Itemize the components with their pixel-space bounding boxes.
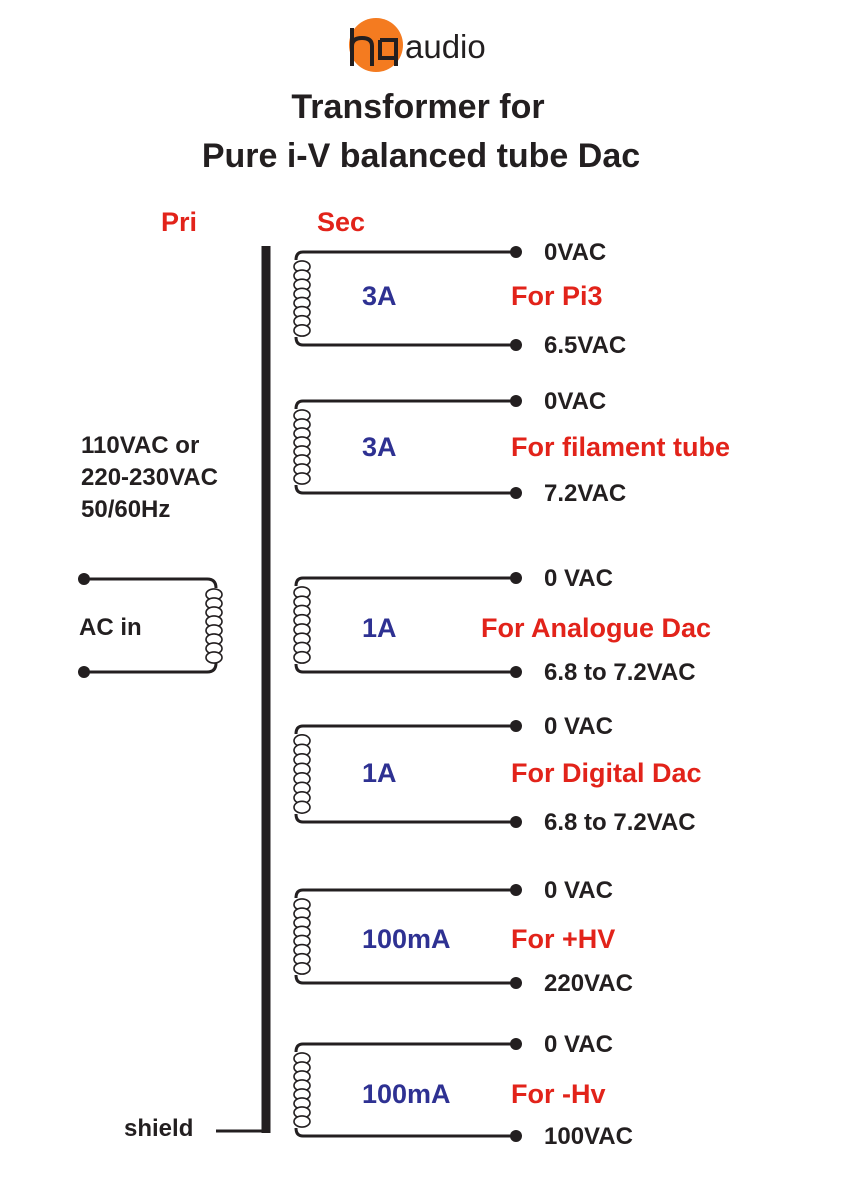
secondary-windings: 0VAC 6.5VAC 3A For Pi3 0VAC 7.2VAC 3A For filam… <box>293 239 730 1150</box>
secondary-purpose-label: For Analogue Dac <box>481 613 711 643</box>
secondary-coil-turn <box>293 472 311 485</box>
secondary-terminal-top <box>510 246 522 258</box>
secondary-purpose-label: For +HV <box>511 924 615 954</box>
secondary-wire-top <box>294 724 516 735</box>
secondary-terminal-bottom <box>510 977 522 989</box>
secondary-terminal-bottom <box>510 816 522 828</box>
secondary-current-rating: 3A <box>362 281 397 311</box>
secondary-wire-bottom <box>294 484 516 495</box>
logo-mark <box>350 28 398 66</box>
hq-audio-logo: audio <box>349 18 486 72</box>
secondary-wire-top <box>294 399 516 410</box>
secondary-bottom-voltage-label: 6.8 to 7.2VAC <box>544 659 696 686</box>
secondary-terminal-top <box>510 1038 522 1050</box>
secondary-wire-top <box>294 250 516 261</box>
secondary-wire-top <box>294 576 516 587</box>
secondary-purpose-label: For filament tube <box>511 432 730 462</box>
secondary-current-rating: 100mA <box>362 924 451 954</box>
secondary-winding: 0 VAC 6.8 to 7.2VAC 1A For Digital Dac <box>293 713 702 836</box>
secondary-terminal-bottom <box>510 666 522 678</box>
secondary-terminal-bottom <box>510 487 522 499</box>
secondary-wire-top <box>294 1042 516 1053</box>
secondary-wire-bottom <box>294 813 516 824</box>
secondary-terminal-top <box>510 720 522 732</box>
secondary-bottom-voltage-label: 6.8 to 7.2VAC <box>544 809 696 836</box>
secondary-wire-bottom <box>294 1127 516 1138</box>
secondary-top-voltage-label: 0 VAC <box>544 565 613 592</box>
primary-wire-bottom <box>84 662 218 674</box>
secondary-terminal-top <box>510 884 522 896</box>
secondary-coil-turn <box>293 800 311 814</box>
secondary-current-rating: 1A <box>362 613 397 643</box>
primary-wire-top <box>84 577 218 589</box>
secondary-wire-top <box>294 888 516 899</box>
secondary-top-voltage-label: 0VAC <box>544 239 606 266</box>
secondary-wire-bottom <box>294 336 516 347</box>
secondary-wire-bottom <box>294 663 516 674</box>
secondary-top-voltage-label: 0 VAC <box>544 713 613 740</box>
primary-winding: AC in <box>78 573 223 678</box>
secondary-bottom-voltage-label: 100VAC <box>544 1123 633 1150</box>
secondary-wire-bottom <box>294 974 516 985</box>
secondary-terminal-bottom <box>510 339 522 351</box>
title-line-2: Pure i-V balanced tube Dac <box>202 137 640 175</box>
secondary-bottom-voltage-label: 220VAC <box>544 970 633 997</box>
shield-label: shield <box>124 1115 193 1142</box>
secondary-purpose-label: For Digital Dac <box>511 758 702 788</box>
primary-header: Pri <box>161 207 197 237</box>
secondary-winding: 0 VAC 100VAC 100mA For -Hv <box>293 1031 633 1150</box>
logo-text: audio <box>405 28 486 65</box>
secondary-coil-turn <box>293 1115 311 1128</box>
secondary-coil-turn <box>293 323 311 337</box>
secondary-header: Sec <box>317 207 365 237</box>
secondary-terminal-top <box>510 572 522 584</box>
secondary-current-rating: 1A <box>362 758 397 788</box>
primary-voltage-line-2: 220-230VAC <box>81 464 218 491</box>
title-line-1: Transformer for <box>291 88 544 126</box>
secondary-terminal-bottom <box>510 1130 522 1142</box>
primary-voltage-line-3: 50/60Hz <box>81 496 170 523</box>
secondary-winding: 0VAC 7.2VAC 3A For filament tube <box>293 388 730 507</box>
secondary-current-rating: 3A <box>362 432 397 462</box>
primary-coil-turn <box>205 651 223 664</box>
secondary-winding: 0VAC 6.5VAC 3A For Pi3 <box>293 239 626 359</box>
secondary-coil-turn <box>293 961 311 975</box>
secondary-coil-turn <box>293 650 311 664</box>
secondary-purpose-label: For Pi3 <box>511 281 603 311</box>
secondary-top-voltage-label: 0 VAC <box>544 877 613 904</box>
secondary-purpose-label: For -Hv <box>511 1079 606 1109</box>
secondary-top-voltage-label: 0 VAC <box>544 1031 613 1058</box>
secondary-bottom-voltage-label: 6.5VAC <box>544 332 626 359</box>
secondary-current-rating: 100mA <box>362 1079 451 1109</box>
secondary-winding: 0 VAC 6.8 to 7.2VAC 1A For Analogue Dac <box>293 565 711 686</box>
ac-in-label: AC in <box>79 614 142 641</box>
secondary-terminal-top <box>510 395 522 407</box>
primary-voltage-line-1: 110VAC or <box>81 432 199 459</box>
primary-coil <box>205 588 223 664</box>
secondary-top-voltage-label: 0VAC <box>544 388 606 415</box>
secondary-winding: 0 VAC 220VAC 100mA For +HV <box>293 877 633 997</box>
secondary-bottom-voltage-label: 7.2VAC <box>544 480 626 507</box>
